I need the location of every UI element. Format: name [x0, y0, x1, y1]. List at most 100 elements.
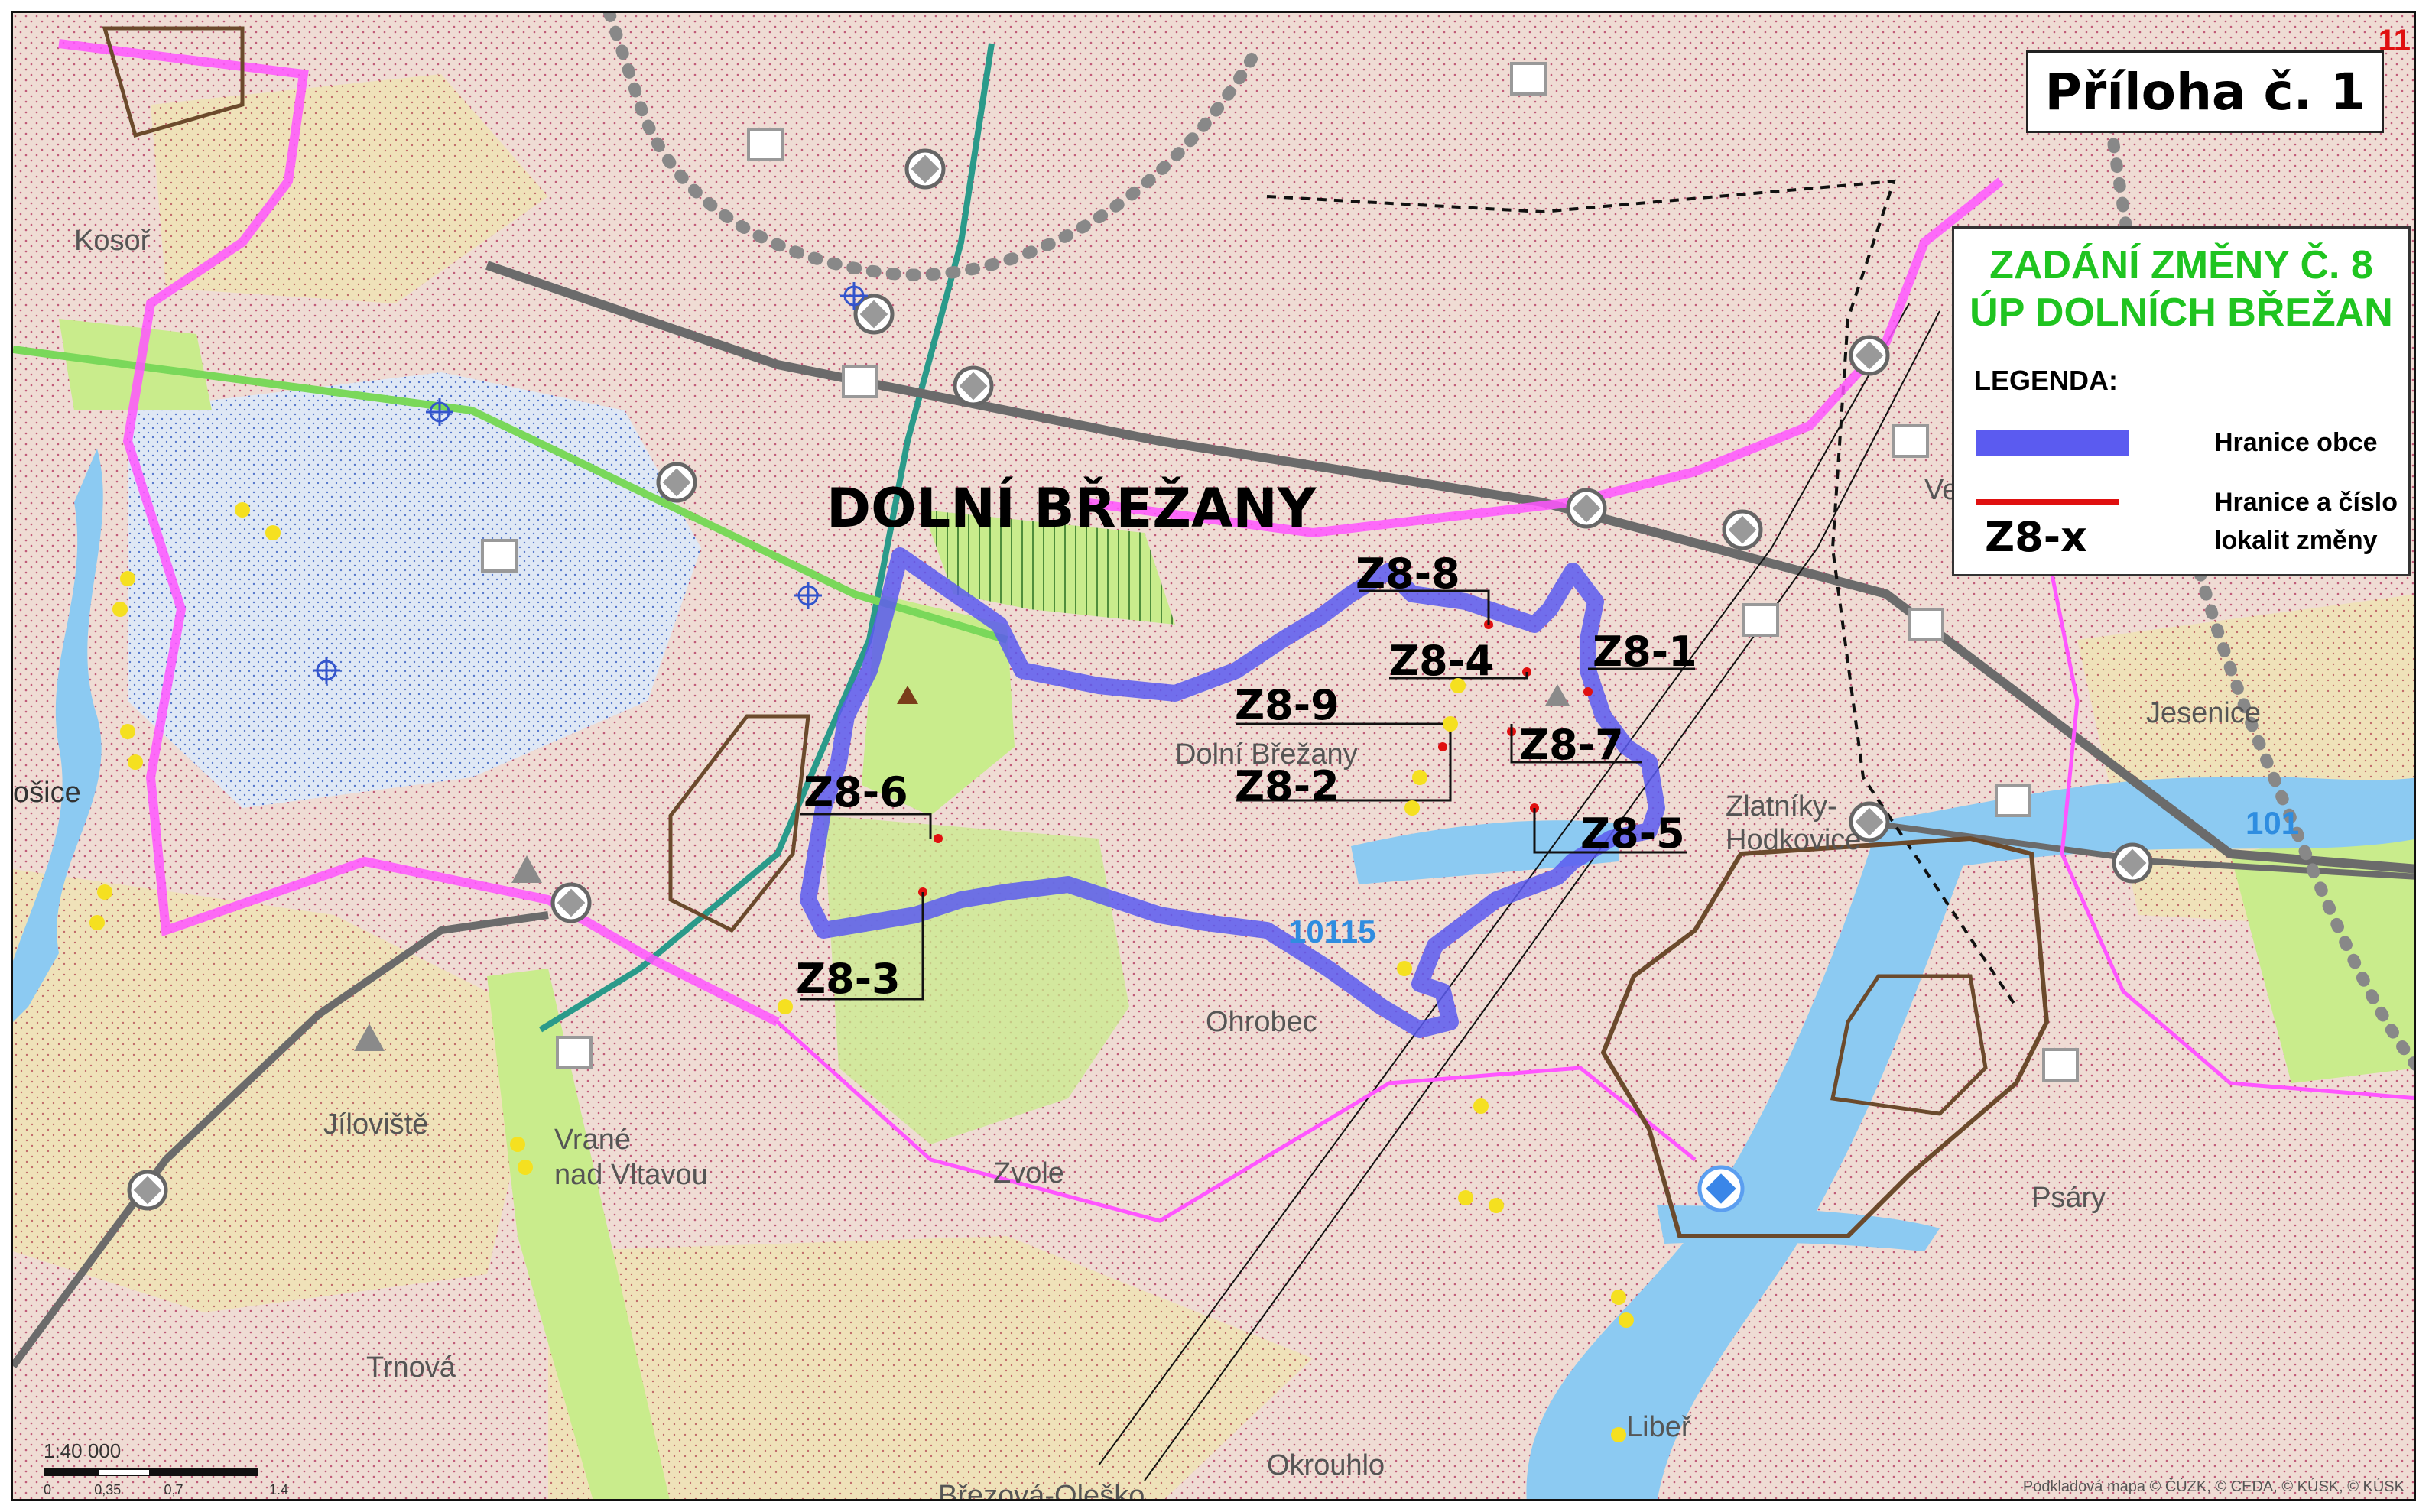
- protected-area-north: [102, 26, 245, 138]
- municipal-boundary: [800, 547, 1665, 1038]
- legend-title-line1: ZADÁNÍ ZMĚNY Č. 8: [1989, 243, 2373, 287]
- urban-area-west: [128, 372, 701, 808]
- square-symbol-icon: [747, 128, 784, 161]
- place-zvole: Zvole: [993, 1157, 1064, 1189]
- junction-icon: [1849, 801, 1890, 842]
- green-area-east: [2230, 823, 2414, 1083]
- square-symbol-icon: [556, 1036, 593, 1069]
- locality-leader-lines: [800, 589, 1695, 1001]
- triangle-icon: [354, 1024, 385, 1051]
- square-symbol-icon: [481, 539, 518, 573]
- farmland-north: [151, 74, 548, 303]
- lake-branch-west: [1351, 820, 1619, 884]
- scale-segment: [151, 1468, 258, 1476]
- junction-icon: [1566, 488, 1607, 529]
- cadastral-boundary-north: [1083, 177, 2004, 538]
- cadastral-boundary-magenta: [58, 39, 780, 1027]
- junction-icon: [853, 294, 895, 335]
- square-symbol-icon: [2042, 1048, 2079, 1082]
- locality-label-z8-4: Z8-4: [1389, 637, 1494, 685]
- scale-tick: 1.4: [268, 1482, 288, 1497]
- road-number-10115: 10115: [1288, 913, 1375, 949]
- place-nad-vltavou: nad Vltavou: [554, 1159, 708, 1191]
- utility-points: [89, 502, 1634, 1442]
- scale-segment: [44, 1468, 97, 1476]
- triangle-icon: [897, 686, 918, 704]
- triangle-icon: [1545, 684, 1570, 706]
- place-psary: Psáry: [2031, 1182, 2106, 1214]
- map-attribution: Podkladová mapa © ČÚZK, © CEDA, © KÚSK, …: [2022, 1478, 2405, 1495]
- junction-icon: [953, 365, 994, 407]
- protected-area-hodkovice: [1600, 835, 2050, 1238]
- scale-ticks: 0 0,35 0,7 1.4: [44, 1482, 288, 1498]
- place-kosor: Kosoř: [74, 225, 151, 257]
- green-striped-area: [923, 510, 1175, 625]
- junction-icon: [1722, 509, 1763, 550]
- scale-tick: 0,7: [164, 1482, 183, 1497]
- locality-label-z8-1: Z8-1: [1593, 628, 1697, 676]
- scale-bar: 1:40 000 0 0,35 0,7 1.4: [44, 1439, 288, 1499]
- motorway-ring-dotted: [603, 13, 1258, 281]
- green-area-dolni-brezany: [862, 594, 1015, 816]
- legend-label-municipal-boundary: Hranice obce: [2214, 428, 2378, 457]
- highway-west: [13, 911, 549, 1368]
- attachment-label: Příloha č. 1: [2026, 50, 2384, 133]
- locality-label-z8-9: Z8-9: [1235, 681, 1340, 729]
- scale-segment: [97, 1468, 151, 1476]
- road-101: [1870, 820, 2414, 880]
- junction-icon: [127, 1170, 168, 1211]
- legend-heading: LEGENDA:: [1974, 365, 2118, 396]
- legend-panel: ZADÁNÍ ZMĚNY Č. 8 ÚP DOLNÍCH BŘEŽAN LEGE…: [1952, 226, 2411, 576]
- green-area-vltava: [487, 969, 670, 1499]
- place-zlatniky: Zlatníky-: [1726, 790, 1837, 823]
- scale-tick: 0,35: [94, 1482, 122, 1497]
- legend-swatch-locality-boundary: [1976, 499, 2119, 505]
- place-vrane: Vrané: [554, 1124, 631, 1156]
- place-osice: ošice: [13, 777, 81, 809]
- locality-label-z8-3: Z8-3: [796, 955, 901, 1003]
- scale-tick: 0: [44, 1482, 52, 1497]
- junction-icon: [656, 462, 697, 503]
- map-canvas[interactable]: Kosoř Vestec Jesenice Dolní Břežany Zlat…: [13, 13, 2416, 1501]
- place-jiloviste: Jíloviště: [323, 1108, 428, 1140]
- place-jesenice: Jesenice: [2146, 697, 2261, 729]
- legend-swatch-municipal-boundary: [1976, 430, 2129, 456]
- reservoir-lake: [1526, 823, 1970, 1499]
- place-hodkovice: Hodkovice: [1726, 824, 1861, 856]
- place-dolni-brezany: Dolní Břežany: [1175, 738, 1358, 771]
- square-symbol-icon: [1892, 424, 1929, 458]
- legend-locality-code: Z8-x: [1985, 513, 2087, 561]
- protected-area-west: [668, 714, 810, 933]
- locality-label-z8-7: Z8-7: [1519, 721, 1624, 769]
- scale-ratio: 1:40 000: [44, 1439, 122, 1462]
- main-title: DOLNÍ BŘEŽANY: [826, 477, 1317, 540]
- vltava-river: [13, 449, 103, 1022]
- junction-icon: [550, 882, 592, 923]
- square-symbol-icon: [842, 365, 878, 398]
- crosshair-icons: [313, 282, 868, 684]
- power-line-1: [1098, 303, 1910, 1466]
- protected-area-inner: [1830, 974, 1988, 1116]
- place-brezova-olesko: Březová-Oleško: [938, 1480, 1145, 1501]
- cadastral-boundary-south: [776, 1020, 1697, 1223]
- locality-label-z8-5: Z8-5: [1580, 810, 1685, 858]
- green-corridor-line: [13, 346, 1008, 644]
- district-boundary-black: [1266, 179, 2018, 1008]
- square-symbol-icon: [1742, 603, 1779, 637]
- legend-label-locality-line1: Hranice a číslo: [2214, 488, 2398, 517]
- square-symbol-icon: [1995, 784, 2031, 817]
- square-symbol-icon: [1510, 62, 1547, 96]
- place-libere: Libeř: [1626, 1411, 1692, 1443]
- locality-label-z8-6: Z8-6: [804, 768, 908, 816]
- power-line-2: [1144, 310, 1940, 1481]
- locality-markers: [918, 620, 1593, 897]
- junction-icon: [2112, 842, 2153, 884]
- legend-title-line2: ÚP DOLNÍCH BŘEŽAN: [1969, 290, 2393, 335]
- junction-icon: [904, 148, 946, 190]
- triangle-icon: [511, 855, 542, 883]
- square-symbol-icon: [1908, 608, 1944, 641]
- place-ohrobec: Ohrobec: [1206, 1006, 1317, 1038]
- lake-water-icon: [1697, 1165, 1745, 1212]
- place-okrouhlo: Okrouhlo: [1267, 1449, 1385, 1481]
- junction-icon: [1849, 335, 1890, 376]
